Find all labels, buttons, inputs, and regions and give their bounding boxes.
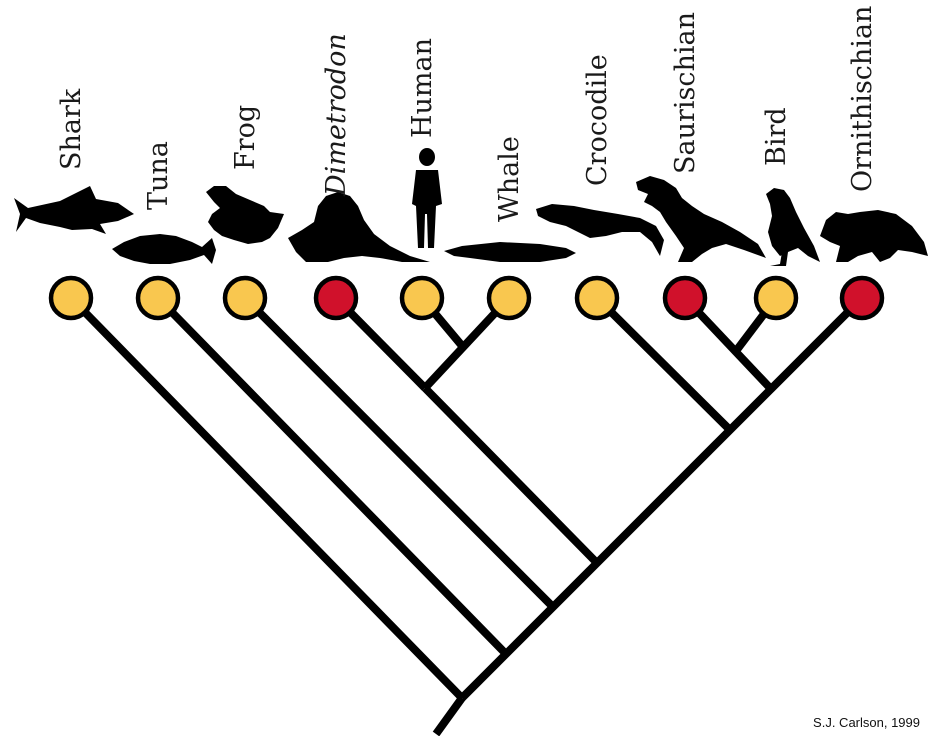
taxon-label-shark: Shark bbox=[56, 88, 87, 170]
taxon-label-tuna: Tuna bbox=[143, 141, 174, 210]
tip-circle-ornithischian bbox=[839, 275, 885, 321]
branch-tuna bbox=[155, 295, 509, 657]
taxon-label-saurischian: Saurischian bbox=[670, 12, 701, 174]
tip-circle-saurischian bbox=[662, 275, 708, 321]
taxon-label-dimetrodon: Dimetrodon bbox=[321, 33, 352, 197]
tip-circle-human bbox=[399, 275, 445, 321]
tree-branches bbox=[68, 295, 865, 736]
branch-frog bbox=[242, 295, 556, 610]
branch-crocodile bbox=[594, 295, 733, 433]
tuna-icon bbox=[112, 234, 216, 264]
taxon-label-crocodile: Crocodile bbox=[582, 54, 613, 186]
human-icon bbox=[412, 148, 442, 248]
tip-circle-tuna bbox=[135, 275, 181, 321]
bird-icon bbox=[766, 188, 820, 266]
branch-amniote bbox=[422, 385, 600, 566]
taxon-label-whale: Whale bbox=[494, 136, 525, 222]
silhouettes bbox=[14, 148, 928, 266]
branch-shark bbox=[68, 295, 465, 701]
tip-circle-whale bbox=[486, 275, 532, 321]
taxon-label-frog: Frog bbox=[230, 105, 261, 170]
branch-backbone-1 bbox=[459, 295, 865, 701]
taxon-label-bird: Bird bbox=[761, 107, 792, 166]
frog-icon bbox=[206, 186, 284, 244]
tip-circle-dimetrodon bbox=[313, 275, 359, 321]
taxon-label-human: Human bbox=[407, 38, 438, 138]
saurischian-icon bbox=[636, 176, 766, 262]
crocodile-icon bbox=[536, 204, 664, 256]
tip-circle-crocodile bbox=[574, 275, 620, 321]
tip-circle-bird bbox=[753, 275, 799, 321]
figure-credit: S.J. Carlson, 1999 bbox=[813, 715, 920, 730]
branch-root bbox=[432, 695, 466, 736]
tip-circle-frog bbox=[222, 275, 268, 321]
whale-icon bbox=[444, 242, 576, 262]
taxon-label-ornithischian: Ornithischian bbox=[847, 6, 878, 192]
tip-circle-shark bbox=[48, 275, 94, 321]
dimetrodon-icon bbox=[288, 192, 430, 262]
ornithischian-icon bbox=[820, 210, 928, 262]
tip-state-circles bbox=[48, 275, 885, 321]
shark-icon bbox=[14, 186, 134, 234]
